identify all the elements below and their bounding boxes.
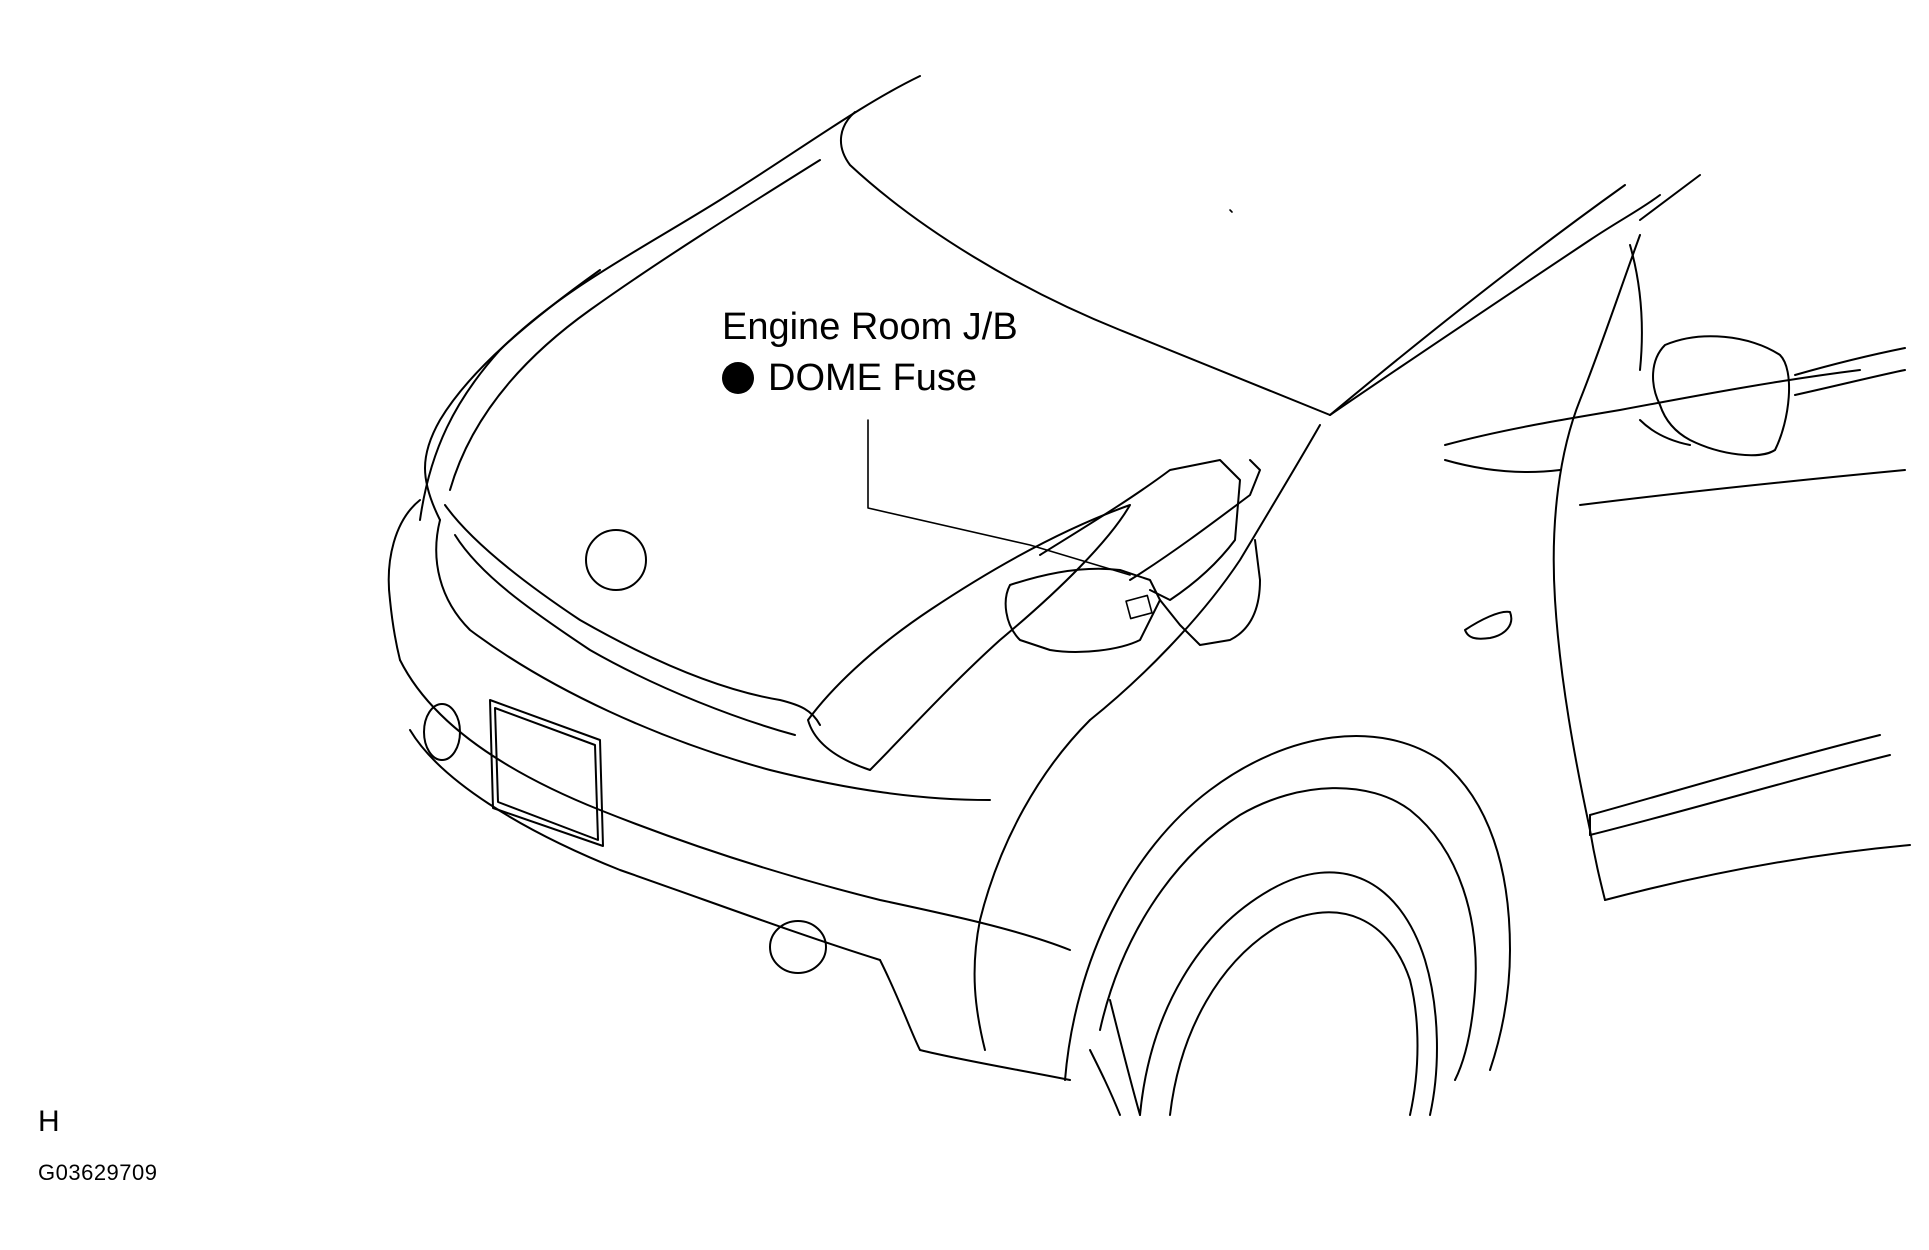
front-underbody-line <box>879 959 1071 1081</box>
headlight <box>807 504 1131 771</box>
junction-block-body <box>1004 567 1161 653</box>
tire-tread-1 <box>1089 1049 1121 1116</box>
junction-block-lid <box>1039 459 1241 601</box>
hood-inner-edge <box>449 159 821 491</box>
door-front-edge <box>1552 234 1641 901</box>
windshield-base <box>1329 194 1661 416</box>
tire-tread-2 <box>1109 999 1141 1116</box>
grille-lower-line <box>454 534 796 736</box>
tire-sidewall <box>1169 911 1419 1116</box>
figure-section-letter: H <box>38 1105 60 1138</box>
side-skirt-upper <box>1589 734 1881 816</box>
door-body-line <box>1579 469 1906 506</box>
license-plate-frame <box>489 699 604 847</box>
hood-emblem-circle <box>585 529 647 591</box>
grille-v-line <box>444 504 821 726</box>
pillar-inner-line <box>1629 244 1643 371</box>
tire-outer <box>1139 871 1438 1116</box>
bumper-lower-line <box>399 659 1071 951</box>
ground-hint-line <box>1229 209 1233 213</box>
callout-title: Engine Room J/B <box>722 306 1018 348</box>
junction-block-rail <box>1129 459 1261 581</box>
bumper-bottom-line <box>409 729 881 961</box>
door-upper-line <box>1794 347 1906 376</box>
side-mirror <box>1652 335 1790 457</box>
right-fog-light <box>769 920 827 974</box>
a-pillar-inner <box>1089 424 1321 721</box>
callout-item-label: DOME Fuse <box>768 357 978 399</box>
callout-item: DOME Fuse <box>722 356 977 400</box>
left-fog-light <box>423 703 461 761</box>
dome-fuse-location <box>1125 594 1153 620</box>
side-mirror-base <box>1639 419 1691 446</box>
door-bottom-line <box>1604 844 1911 901</box>
roof-line <box>1639 174 1701 221</box>
window-lower-line <box>1444 369 1861 446</box>
a-pillar-outer <box>1329 184 1626 416</box>
door-belt-line <box>1794 369 1906 396</box>
fender-line <box>973 719 1091 1051</box>
window-sill-line <box>1444 459 1561 473</box>
wheel-arch-outer <box>1064 735 1511 1081</box>
junction-block-bracket <box>1159 539 1261 646</box>
wheel-arch-inner <box>1099 787 1477 1081</box>
hood-left-edge <box>424 269 601 521</box>
side-skirt-lower <box>1589 754 1891 836</box>
side-marker-light <box>1464 610 1513 640</box>
hood-outline <box>419 75 921 521</box>
callout-leader-line <box>867 419 1131 576</box>
figure-code: G03629709 <box>38 1160 158 1185</box>
hood-front-crease <box>839 111 1331 416</box>
license-plate <box>494 707 599 841</box>
bumper-upper-line <box>435 519 991 801</box>
bumper-front-face <box>387 499 421 661</box>
bullet-marker <box>722 362 754 394</box>
